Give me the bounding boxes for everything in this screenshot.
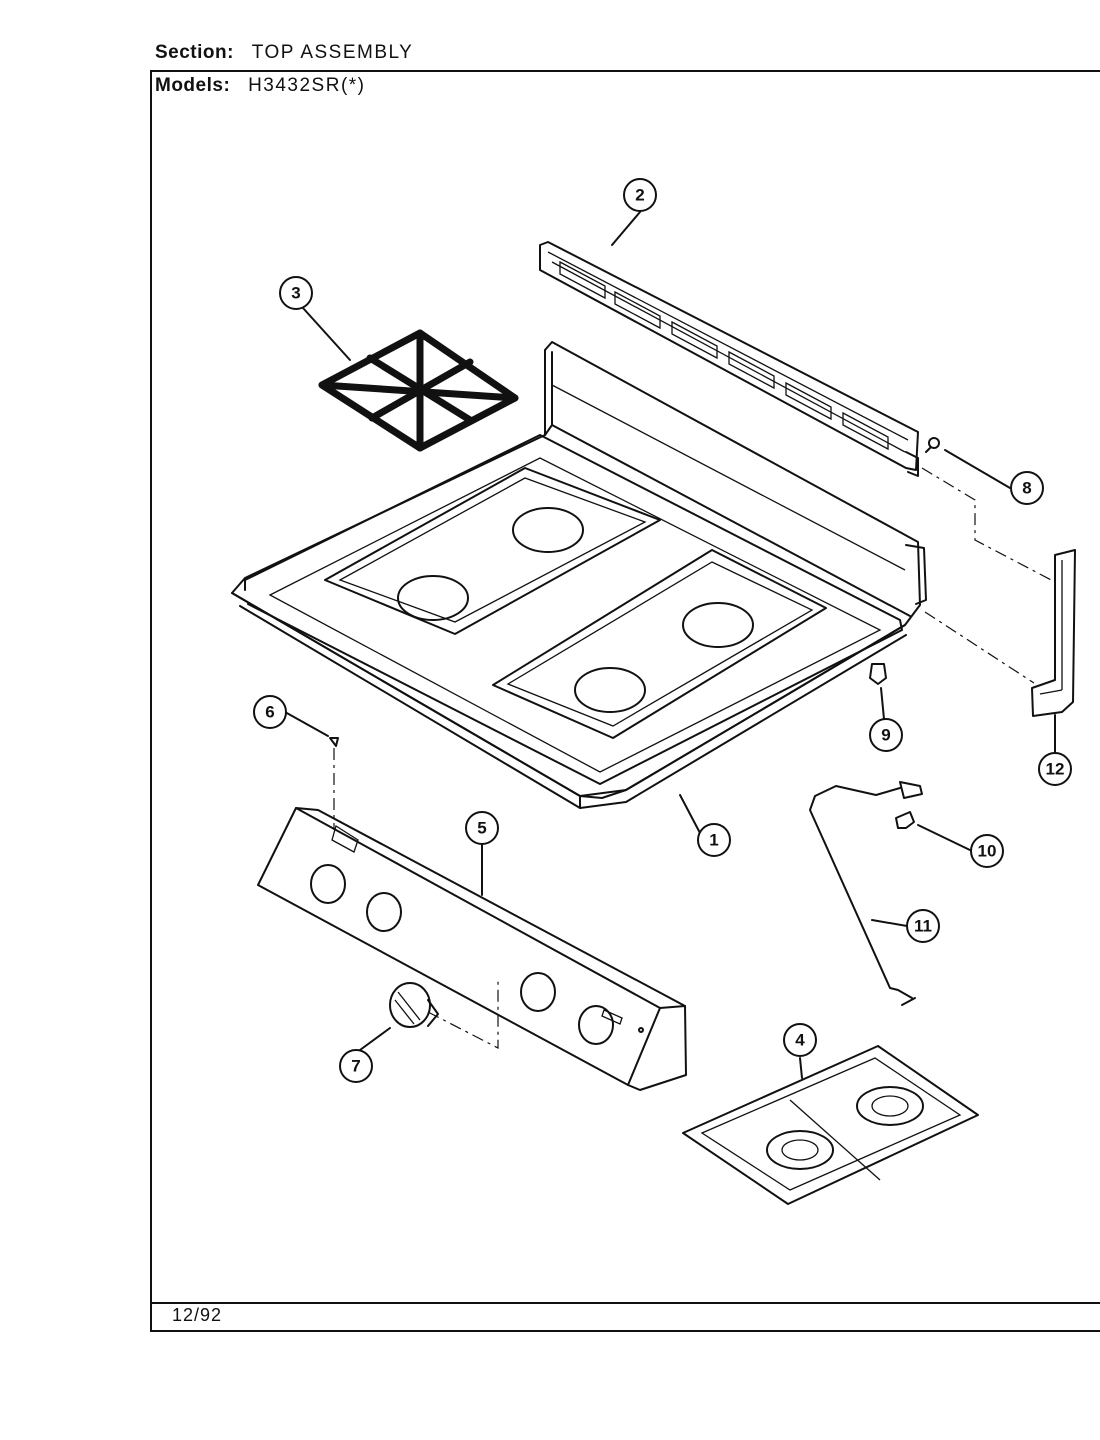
- section-value: TOP ASSEMBLY: [251, 42, 414, 63]
- callout-2-label: 2: [635, 186, 644, 205]
- callout-3-label: 3: [291, 284, 300, 303]
- drip-tray-part: [682, 1045, 979, 1205]
- callout-8: 8: [1010, 471, 1044, 505]
- callout-7: 7: [339, 1049, 373, 1083]
- diagram-frame: [150, 70, 1100, 1332]
- models-value: H3432SR(*): [248, 75, 366, 96]
- callout-6-label: 6: [265, 703, 274, 722]
- callout-7-label: 7: [351, 1057, 360, 1076]
- callout-1: 1: [697, 823, 731, 857]
- callout-9-label: 9: [881, 726, 890, 745]
- footer-rule: [150, 1302, 1100, 1304]
- control-knob-part: [389, 982, 439, 1028]
- callout-2: 2: [623, 178, 657, 212]
- screw-10-part: [895, 811, 915, 829]
- callout-5-label: 5: [477, 819, 486, 838]
- callout-12-label: 12: [1046, 760, 1065, 779]
- callout-leaders: [284, 211, 1056, 1079]
- screw-8-part: [925, 437, 940, 453]
- callout-12: 12: [1038, 752, 1072, 786]
- callout-11: 11: [906, 909, 940, 943]
- models-heading: Models: H3432SR(*): [155, 75, 366, 97]
- callout-4-label: 4: [795, 1031, 805, 1050]
- callout-3: 3: [279, 276, 313, 310]
- callout-6: 6: [253, 695, 287, 729]
- clip-9-part: [869, 663, 887, 685]
- control-panel-part: [257, 807, 687, 1091]
- section-heading: Section: TOP ASSEMBLY: [155, 42, 413, 64]
- side-trim-part: [1031, 549, 1076, 717]
- wire-rod-part: [809, 781, 923, 1006]
- section-label: Section:: [155, 42, 234, 63]
- cooktop-part: [231, 341, 927, 809]
- callout-10: 10: [970, 834, 1004, 868]
- models-label: Models:: [155, 75, 231, 96]
- vent-trim-part: [539, 241, 919, 477]
- callout-4: 4: [783, 1023, 817, 1057]
- callout-1-label: 1: [709, 831, 718, 850]
- screw-6-part: [329, 737, 339, 747]
- callout-8-label: 8: [1022, 479, 1031, 498]
- callout-9: 9: [869, 718, 903, 752]
- assembly-guide-lines: [333, 467, 1056, 1049]
- callout-10-label: 10: [978, 842, 997, 861]
- callout-11-label: 11: [914, 917, 932, 936]
- callout-5: 5: [465, 811, 499, 845]
- revision-date: 12/92: [172, 1305, 223, 1325]
- burner-grate-part: [318, 329, 519, 452]
